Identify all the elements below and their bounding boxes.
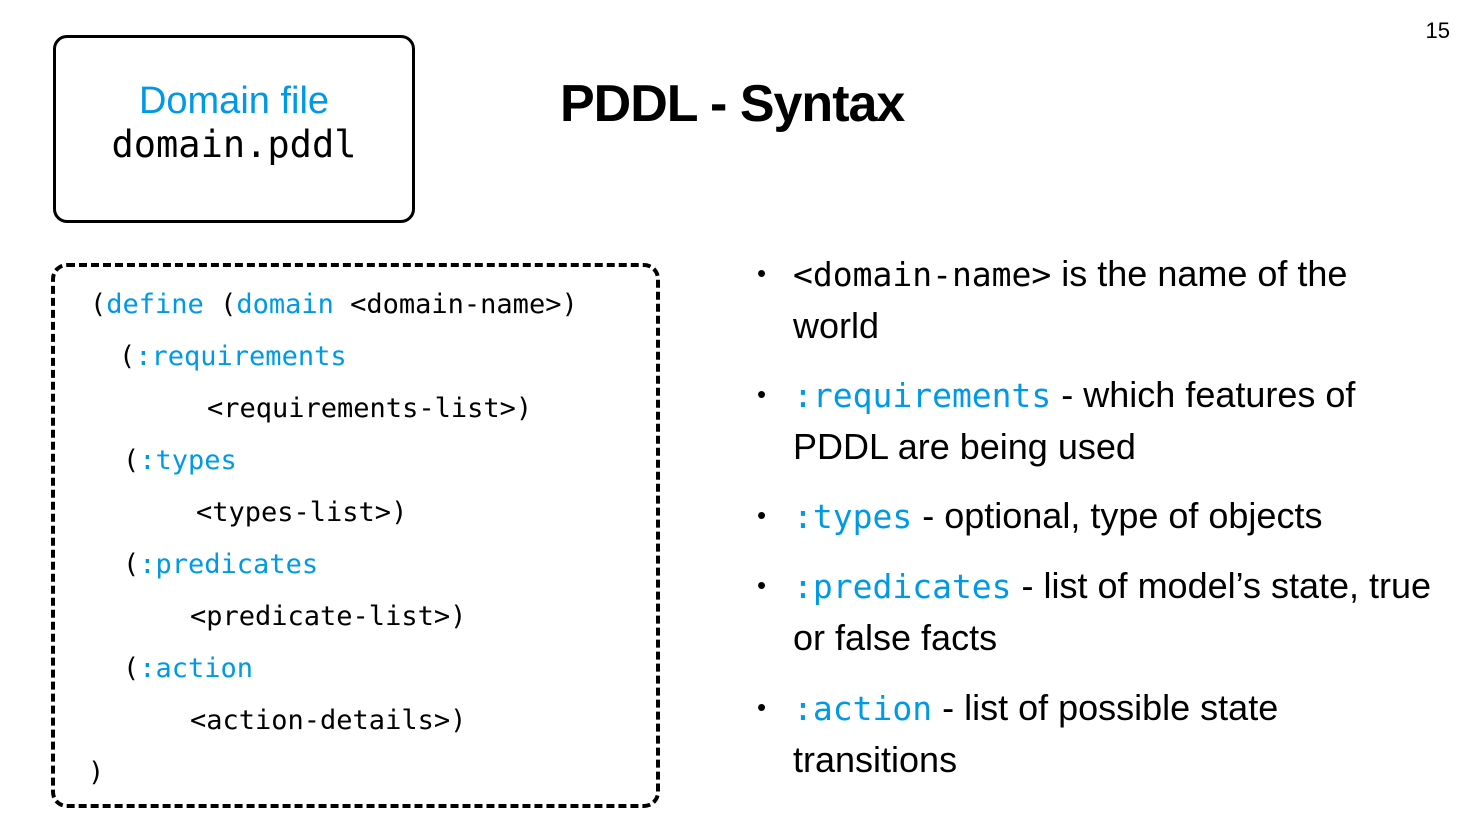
- bullet-text: :requirements - which features of PDDL a…: [793, 369, 1433, 472]
- bullet-description: - list of model’s state, true or false f…: [793, 565, 1432, 658]
- code-line-types-list: <types-list>): [196, 497, 408, 528]
- code-block: (define (domain <domain-name>) (:require…: [51, 263, 660, 808]
- bullet-dot: •: [757, 379, 767, 409]
- bullet-description: - list of possible state transitions: [793, 687, 1279, 780]
- bullet-code: :action: [793, 689, 933, 728]
- bullet-text: :predicates - list of model’s state, tru…: [793, 560, 1433, 663]
- code-paren: (: [90, 289, 107, 320]
- code-line-requirements: (:requirements: [119, 341, 347, 373]
- code-paren: (: [123, 445, 140, 476]
- code-line-define: (define (domain <domain-name>): [90, 289, 578, 321]
- code-keyword-types: :types: [139, 445, 237, 476]
- bullet-text: <domain-name> is the name of the world: [793, 248, 1433, 351]
- code-line-action-details: <action-details>): [190, 705, 467, 736]
- bullet-dot: •: [757, 500, 767, 530]
- code-paren: (: [123, 653, 140, 684]
- bullet-description: is the name of the world: [793, 253, 1348, 346]
- code-line-action: (:action: [123, 653, 253, 685]
- bullet-code: :types: [793, 497, 913, 536]
- code-line-types: (:types: [123, 445, 237, 477]
- slide-title: PDDL - Syntax: [560, 75, 905, 133]
- bullet-dot: •: [757, 570, 767, 600]
- bullet-dot: •: [757, 258, 767, 288]
- bullet-description: - optional, type of objects: [912, 495, 1323, 536]
- code-keyword-requirements: :requirements: [135, 341, 347, 372]
- code-line-close: ): [88, 757, 105, 788]
- code-keyword-predicates: :predicates: [139, 549, 319, 580]
- file-label: Domain file: [138, 80, 330, 122]
- bullet-text: :action - list of possible state transit…: [793, 682, 1433, 785]
- bullet-description: - which features of PDDL are being used: [793, 374, 1356, 467]
- code-paren: (: [203, 289, 237, 320]
- bullet-code: <domain-name>: [793, 255, 1052, 294]
- code-keyword-domain: domain: [236, 289, 334, 320]
- code-domain-name: <domain-name>): [333, 289, 578, 320]
- domain-file-box: Domain file domain.pddl: [53, 35, 415, 223]
- page-number: 15: [1425, 18, 1450, 43]
- bullet-text: :types - optional, type of objects: [793, 490, 1433, 542]
- code-paren: (: [123, 549, 140, 580]
- bullet-dot: •: [757, 692, 767, 722]
- bullet-code: :predicates: [793, 567, 1012, 606]
- code-paren: (: [119, 341, 136, 372]
- code-line-requirements-list: <requirements-list>): [207, 393, 533, 424]
- bullet-code: :requirements: [793, 376, 1052, 415]
- code-line-predicates: (:predicates: [123, 549, 318, 581]
- code-keyword-define: define: [106, 289, 204, 320]
- code-keyword-action: :action: [139, 653, 254, 684]
- code-line-predicate-list: <predicate-list>): [190, 601, 467, 632]
- file-name: domain.pddl: [111, 123, 357, 166]
